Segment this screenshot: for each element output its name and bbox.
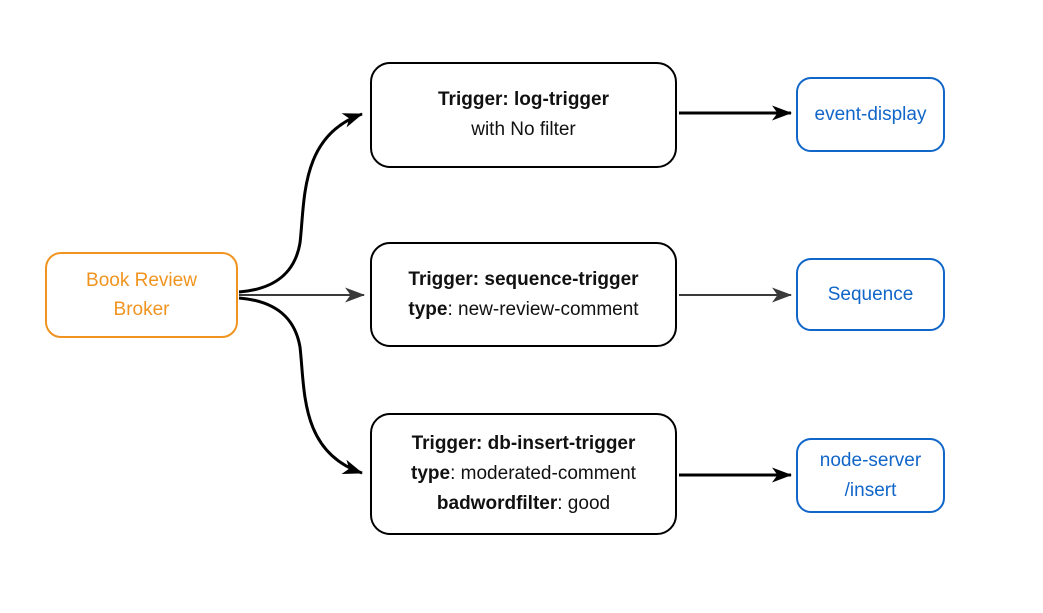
trigger-title: Trigger: sequence-trigger: [408, 265, 638, 295]
trigger-detail-text: with No filter: [471, 119, 576, 140]
trigger-detail-bold: badwordfilter: [436, 493, 558, 514]
trigger-detail-text: : new-review-comment: [447, 298, 639, 320]
trigger-title: Trigger: log-trigger: [438, 85, 609, 115]
trigger-detail-bold: type: [411, 463, 451, 484]
trigger-node-db-insert-trigger: Trigger: db-insert-trigger type: moderat…: [370, 413, 677, 535]
trigger-detail: type: moderated-comment: [411, 459, 636, 489]
trigger-detail: badwordfilter: good: [437, 489, 610, 519]
sink-label: Sequence: [827, 283, 914, 305]
sink-label: event-display: [814, 103, 927, 125]
trigger-node-log-trigger: Trigger: log-trigger with No filter: [370, 62, 677, 168]
sink-label: node-server: [819, 449, 922, 471]
arrow-broker-to-db-insert-trigger: [238, 296, 363, 475]
sink-node-node-server-insert: node-server /insert: [796, 438, 945, 513]
sink-node-event-display: event-display: [796, 77, 945, 152]
sink-node-sequence: Sequence: [796, 258, 945, 331]
trigger-title-text: Trigger: sequence-trigger: [408, 268, 639, 290]
trigger-detail-bold: type: [408, 298, 448, 320]
trigger-detail-text: : good: [557, 493, 611, 514]
trigger-detail-text: : moderated-comment: [450, 463, 636, 484]
trigger-detail: with No filter: [471, 115, 576, 145]
broker-label: Book Review Broker: [86, 270, 197, 320]
sink-label: /insert: [844, 479, 897, 501]
trigger-title-text: Trigger: log-trigger: [438, 89, 609, 110]
trigger-node-sequence-trigger: Trigger: sequence-trigger type: new-revi…: [370, 242, 677, 347]
trigger-title: Trigger: db-insert-trigger: [412, 429, 636, 459]
trigger-title-text: Trigger: db-insert-trigger: [411, 433, 636, 454]
arrow-broker-to-log-trigger: [238, 112, 363, 294]
broker-node: Book Review Broker: [45, 252, 238, 338]
trigger-detail: type: new-review-comment: [408, 295, 638, 325]
